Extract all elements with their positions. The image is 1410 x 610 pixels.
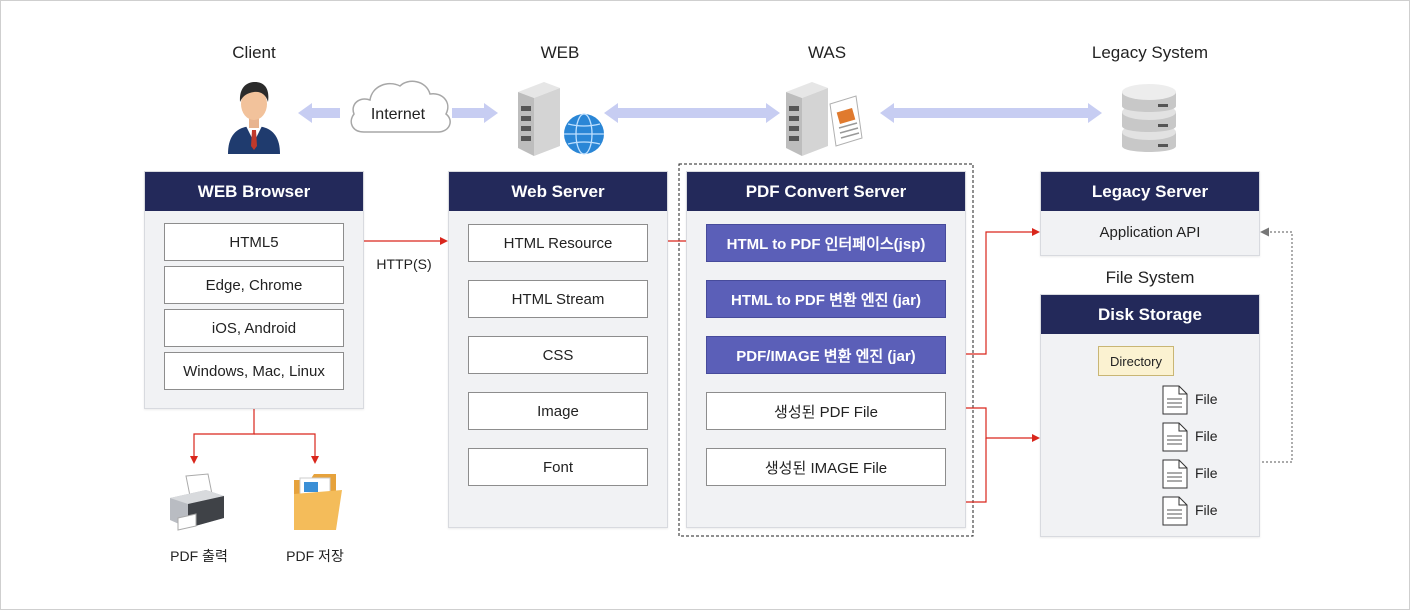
file-icon — [1162, 496, 1188, 526]
file-icon — [1162, 422, 1188, 452]
disk-storage-panel: Disk Storage — [1040, 294, 1260, 537]
web-was-arrow — [604, 103, 780, 123]
browser-item-ios-android: iOS, Android — [164, 309, 344, 347]
was-server-document-icon — [786, 82, 863, 156]
pdf-item-generated-pdf: 생성된 PDF File — [706, 392, 946, 430]
internet-label: Internet — [370, 106, 426, 123]
browser-output-split — [190, 408, 255, 464]
web-item-image: Image — [468, 392, 648, 430]
pdf-item-generated-image: 생성된 IMAGE File — [706, 448, 946, 486]
file-system-label: File System — [1105, 268, 1195, 287]
disk-storage-title: Disk Storage — [1041, 295, 1259, 334]
web-item-html-resource: HTML Resource — [468, 224, 648, 262]
file-label: File — [1195, 465, 1218, 481]
tier-label-client: Client — [232, 43, 276, 62]
pdf-save-label: PDF 저장 — [286, 548, 344, 564]
tier-label-web: WEB — [540, 43, 580, 62]
pdf-item-image-engine: PDF/IMAGE 변환 엔진 (jar) — [706, 336, 946, 374]
legacy-server-panel: Legacy Server Application API — [1040, 171, 1260, 256]
browser-item-edge-chrome: Edge, Chrome — [164, 266, 344, 304]
pdf-server-title: PDF Convert Server — [687, 172, 965, 211]
folder-icon — [294, 474, 342, 530]
browser-output-save — [254, 433, 319, 464]
file-icon — [1162, 385, 1188, 415]
web-server-title: Web Server — [449, 172, 667, 211]
web-item-css: CSS — [468, 336, 648, 374]
was-dashed-group — [678, 163, 974, 537]
user-icon — [228, 82, 280, 154]
database-icon — [1122, 84, 1176, 152]
legacy-server-title: Legacy Server — [1041, 172, 1259, 211]
engine-to-api-arrow — [946, 228, 1040, 355]
file-icon — [1162, 459, 1188, 489]
browser-item-html5: HTML5 — [164, 223, 344, 261]
storage-to-api-dotted — [1260, 227, 1293, 463]
pdf-item-interface: HTML to PDF 인터페이스(jsp) — [706, 224, 946, 262]
pdf-file-to-storage-arrow — [946, 407, 1040, 442]
web-browser-title: WEB Browser — [145, 172, 363, 211]
web-item-font: Font — [468, 448, 648, 486]
cloud-icon — [350, 80, 451, 133]
file-label: File — [1195, 428, 1218, 444]
pdf-item-html-engine: HTML to PDF 변환 엔진 (jar) — [706, 280, 946, 318]
application-api-label: Application API — [1099, 224, 1201, 241]
file-label: File — [1195, 502, 1218, 518]
tier-label-legacy: Legacy System — [1091, 43, 1209, 62]
tier-label-was: WAS — [807, 43, 847, 62]
directory-node: Directory — [1098, 346, 1174, 376]
client-internet-arrow — [298, 103, 340, 123]
browser-item-os: Windows, Mac, Linux — [164, 352, 344, 390]
internet-web-arrow — [452, 103, 498, 123]
file-label: File — [1195, 391, 1218, 407]
printer-icon — [170, 473, 224, 531]
was-legacy-arrow — [880, 103, 1102, 123]
http-label: HTTP(S) — [376, 256, 432, 272]
web-item-html-stream: HTML Stream — [468, 280, 648, 318]
web-server-globe-icon — [518, 82, 604, 156]
pdf-print-label: PDF 출력 — [170, 548, 228, 564]
